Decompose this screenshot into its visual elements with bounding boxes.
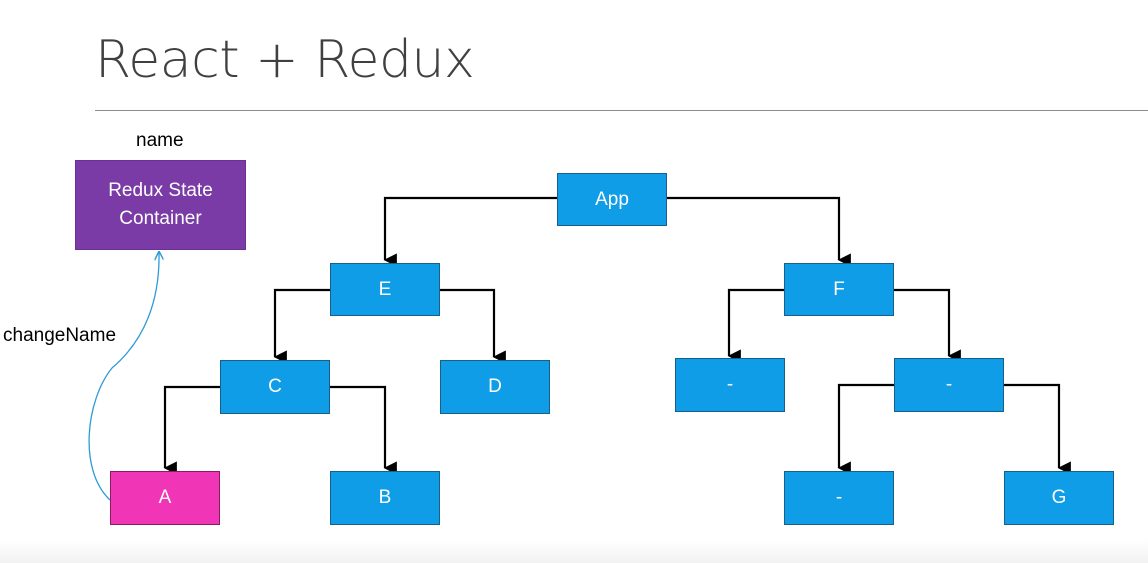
edge-mid-g bbox=[1004, 383, 1071, 475]
node-a: A bbox=[110, 471, 220, 525]
title-divider bbox=[95, 110, 1148, 111]
node-e: E bbox=[330, 263, 440, 316]
node-app: App bbox=[557, 173, 667, 226]
edge-c-b bbox=[330, 385, 397, 475]
edge-app-f bbox=[667, 196, 851, 267]
redux-state-container-line2: Container bbox=[119, 208, 202, 229]
node-g: G bbox=[1004, 471, 1114, 525]
state-name-label: name bbox=[136, 130, 184, 151]
redux-state-container-line1: Redux State bbox=[108, 179, 213, 201]
slide-title: React + Redux bbox=[95, 30, 475, 90]
node-c: C bbox=[220, 360, 330, 414]
node-f: F bbox=[784, 263, 894, 316]
node-f-left-child: - bbox=[675, 358, 785, 412]
edge-e-d bbox=[440, 288, 506, 364]
redux-state-container: Redux State Container bbox=[75, 160, 246, 250]
change-name-arrow bbox=[88, 252, 159, 501]
edge-f-left bbox=[727, 288, 784, 363]
change-name-label: changeName bbox=[3, 325, 117, 346]
slide-footer-band bbox=[0, 540, 1148, 563]
edge-f-right bbox=[894, 288, 961, 363]
edge-mid-left bbox=[837, 383, 894, 475]
edge-c-a bbox=[163, 385, 220, 475]
edge-app-e bbox=[383, 196, 557, 267]
node-b: B bbox=[330, 471, 440, 525]
node-d: D bbox=[440, 360, 550, 414]
edge-e-c bbox=[273, 288, 330, 364]
node-g-left-sibling: - bbox=[784, 471, 894, 525]
node-f-right-child: - bbox=[894, 358, 1004, 412]
